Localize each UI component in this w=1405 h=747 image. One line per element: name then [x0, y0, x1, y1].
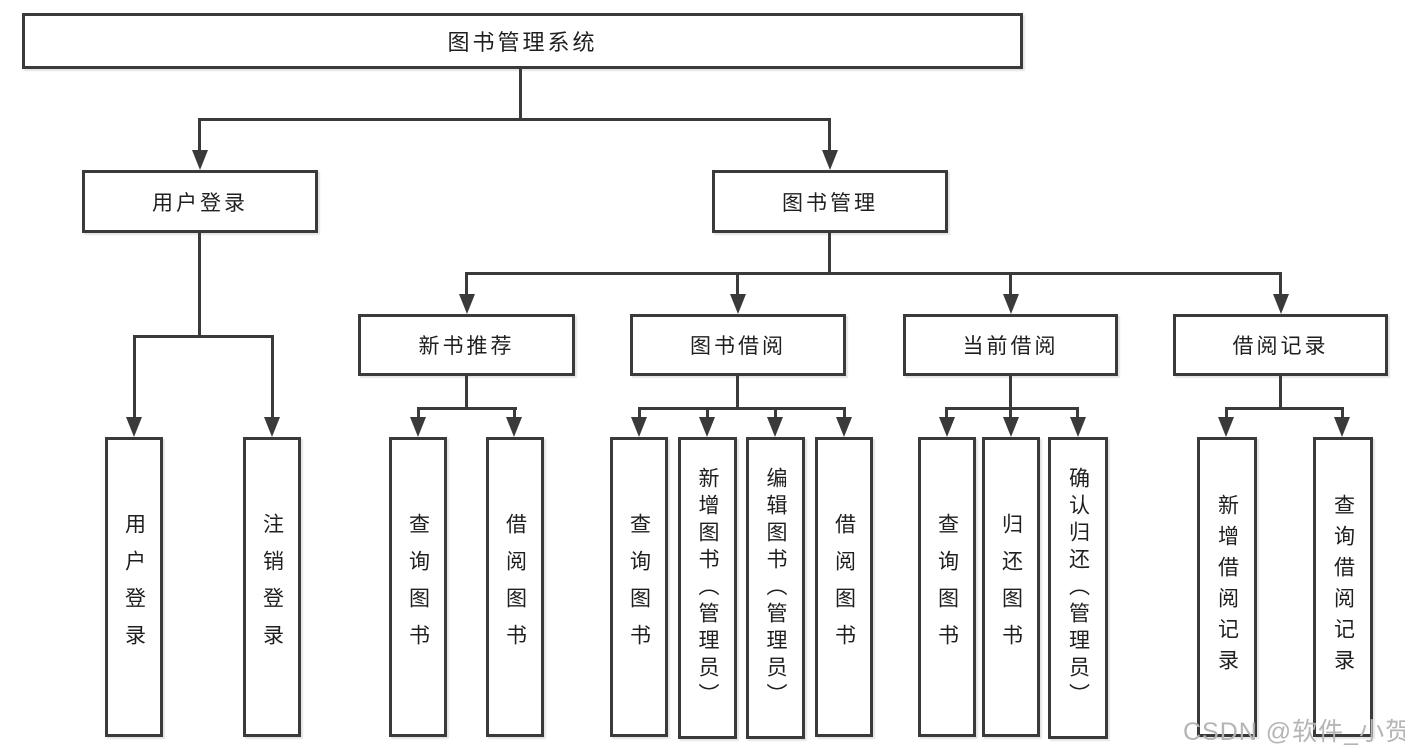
leaf-recommend-borrow-book-label: 借阅图书: [503, 513, 527, 661]
leaf-confirm-return-admin-label: 确认归还（管理员）: [1066, 466, 1090, 710]
connector-line: [828, 118, 831, 152]
node-borrow-records-label: 借阅记录: [1232, 335, 1329, 358]
arrow-down-icon: [1003, 417, 1019, 437]
leaf-borrow-book: 借阅图书: [815, 437, 873, 737]
connector-line: [736, 272, 739, 296]
leaf-user-login-label: 用户登录: [122, 513, 146, 661]
connector-line: [1225, 407, 1228, 419]
csdn-watermark: CSDN @软件_小贺同学: [1183, 718, 1405, 746]
arrow-down-icon: [836, 417, 852, 437]
leaf-confirm-return-admin: 确认归还（管理员）: [1048, 437, 1108, 739]
connector-line: [513, 407, 516, 419]
connector-line: [417, 407, 517, 410]
connector-line: [638, 407, 846, 410]
connector-line: [736, 376, 739, 410]
leaf-current-query-book-label: 查询图书: [935, 513, 959, 661]
connector-line: [465, 376, 468, 410]
leaf-return-book: 归还图书: [982, 437, 1040, 737]
arrow-down-icon: [939, 417, 955, 437]
node-book-management-label: 图书管理: [782, 191, 878, 215]
arrow-down-icon: [767, 417, 783, 437]
node-new-book-recommend-label: 新书推荐: [418, 335, 515, 358]
leaf-logout: 注销登录: [243, 437, 301, 737]
leaf-current-query-book: 查询图书: [918, 437, 976, 737]
leaf-add-book-admin-label: 新增图书（管理员）: [696, 466, 719, 710]
connector-line: [133, 335, 274, 338]
arrow-down-icon: [699, 417, 715, 437]
connector-line: [1341, 407, 1344, 419]
leaf-recommend-query-book-label: 查询图书: [406, 513, 430, 661]
connector-line: [828, 233, 831, 275]
node-user-login-label: 用户登录: [152, 191, 248, 215]
leaf-add-book-admin: 新增图书（管理员）: [678, 437, 737, 739]
leaf-edit-book-admin: 编辑图书（管理员）: [746, 437, 805, 739]
leaf-logout-label: 注销登录: [260, 513, 284, 661]
connector-line: [638, 407, 641, 419]
leaf-borrow-book-label: 借阅图书: [832, 513, 856, 661]
node-book-borrow-label: 图书借阅: [690, 335, 786, 358]
arrow-down-icon: [506, 417, 522, 437]
connector-line: [271, 335, 274, 417]
leaf-add-borrow-record: 新增借阅记录: [1197, 437, 1257, 737]
connector-line: [519, 69, 522, 121]
leaf-user-login: 用户登录: [105, 437, 163, 737]
connector-line: [843, 407, 846, 419]
connector-line: [945, 407, 1079, 410]
arrow-down-icon: [192, 150, 208, 170]
connector-line: [465, 272, 468, 296]
connector-line: [1076, 407, 1079, 419]
connector-line: [1279, 272, 1282, 296]
arrow-down-icon: [1273, 294, 1289, 314]
connector-line: [198, 233, 201, 338]
arrow-down-icon: [459, 294, 475, 314]
connector-line: [706, 407, 709, 419]
connector-line: [133, 335, 136, 417]
leaf-query-borrow-record-label: 查询借阅记录: [1331, 494, 1355, 680]
connector-line: [1009, 272, 1012, 296]
arrow-down-icon: [1070, 417, 1086, 437]
leaf-edit-book-admin-label: 编辑图书（管理员）: [764, 466, 787, 710]
node-root-label: 图书管理系统: [447, 30, 598, 55]
arrow-down-icon: [631, 417, 647, 437]
arrow-down-icon: [822, 150, 838, 170]
node-current-borrow: 当前借阅: [903, 314, 1118, 376]
leaf-borrow-query-book: 查询图书: [610, 437, 668, 737]
node-borrow-records: 借阅记录: [1173, 314, 1388, 376]
connector-line: [417, 407, 420, 419]
node-book-borrow: 图书借阅: [630, 314, 846, 376]
connector-line: [945, 407, 948, 419]
leaf-return-book-label: 归还图书: [999, 513, 1023, 661]
arrow-down-icon: [1003, 294, 1019, 314]
arrow-down-icon: [126, 417, 142, 437]
arrow-down-icon: [264, 417, 280, 437]
leaf-recommend-query-book: 查询图书: [389, 437, 447, 737]
arrow-down-icon: [410, 417, 426, 437]
arrow-down-icon: [730, 294, 746, 314]
connector-line: [1225, 407, 1343, 410]
connector-line: [198, 118, 831, 121]
connector-line: [1009, 376, 1012, 410]
node-book-management: 图书管理: [712, 170, 948, 233]
connector-line: [1279, 376, 1282, 410]
connector-line: [198, 118, 201, 152]
connector-line: [1009, 407, 1012, 419]
leaf-query-borrow-record: 查询借阅记录: [1313, 437, 1373, 737]
arrow-down-icon: [1334, 417, 1350, 437]
node-root: 图书管理系统: [22, 13, 1023, 69]
connector-line: [774, 407, 777, 419]
connector-line: [465, 272, 1282, 275]
leaf-borrow-query-book-label: 查询图书: [627, 513, 651, 661]
node-user-login: 用户登录: [82, 170, 318, 233]
leaf-recommend-borrow-book: 借阅图书: [486, 437, 544, 737]
node-current-borrow-label: 当前借阅: [962, 335, 1059, 358]
arrow-down-icon: [1218, 417, 1234, 437]
node-new-book-recommend: 新书推荐: [358, 314, 575, 376]
leaf-add-borrow-record-label: 新增借阅记录: [1215, 494, 1239, 680]
